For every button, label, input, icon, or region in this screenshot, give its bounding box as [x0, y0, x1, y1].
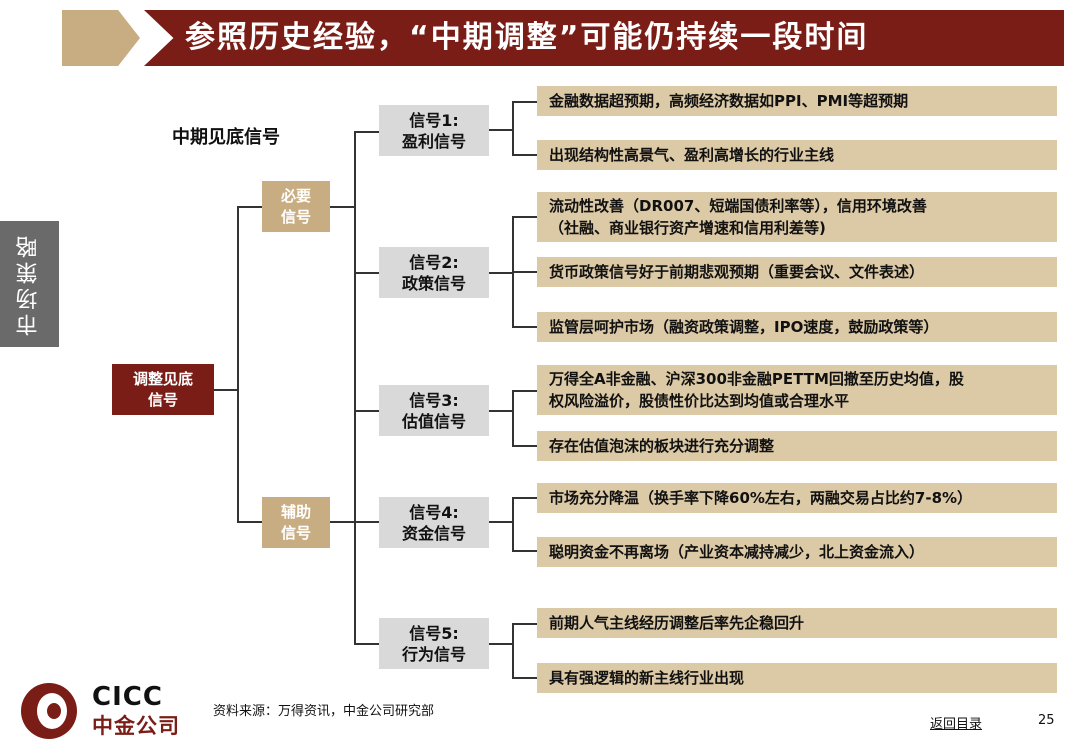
connector: [512, 550, 537, 552]
logo-chinese: 中金公司: [92, 714, 180, 738]
connector: [512, 623, 537, 625]
connector: [354, 272, 379, 274]
signal-profit: 信号1: 盈利信号: [379, 105, 489, 156]
connector: [512, 326, 537, 328]
connector: [489, 521, 513, 523]
leaf-text: 市场充分降温（换手率下降60%左右，两融交易占比约7-8%）: [549, 489, 973, 507]
leaf-text: （社融、商业银行资产增速和信用利差等): [549, 219, 826, 237]
leaf-item: 流动性改善（DR007、短端国债利率等），信用环境改善 （社融、商业银行资产增速…: [537, 192, 1057, 242]
connector: [354, 410, 379, 412]
signal-label-line1: 信号4:: [409, 502, 459, 522]
category-auxiliary: 辅助 信号: [262, 497, 330, 548]
leaf-item: 市场充分降温（换手率下降60%左右，两融交易占比约7-8%）: [537, 483, 1057, 513]
leaf-text: 万得全A非金融、沪深300非金融PETTM回撤至历史均值，股: [549, 370, 964, 388]
leaf-item: 具有强逻辑的新主线行业出现: [537, 663, 1057, 693]
connector: [330, 206, 355, 208]
connector: [489, 410, 513, 412]
leaf-text: 存在估值泡沫的板块进行充分调整: [549, 437, 775, 455]
leaf-text: 出现结构性高景气、盈利高增长的行业主线: [549, 146, 835, 164]
category-label-line2: 信号: [280, 523, 311, 542]
signal-valuation: 信号3: 估值信号: [379, 385, 489, 436]
signal-behavior: 信号5: 行为信号: [379, 618, 489, 669]
connector: [330, 521, 355, 523]
side-tab[interactable]: [0, 221, 59, 347]
connector: [489, 643, 513, 645]
connector: [489, 129, 513, 131]
leaf-text: 权风险溢价，股债性价比达到均值或合理水平: [549, 392, 850, 410]
logo-notch: [47, 703, 61, 719]
diagram-heading: 中期见底信号: [172, 127, 280, 148]
leaf-text: 流动性改善（DR007、短端国债利率等），信用环境改善: [549, 197, 927, 215]
leaf-item: 聪明资金不再离场（产业资本减持减少，北上资金流入）: [537, 537, 1057, 567]
root-node: 调整见底 信号: [112, 364, 214, 415]
side-tab-label: 市场策略: [16, 232, 42, 336]
signal-label-line1: 信号2:: [409, 252, 459, 272]
signal-policy: 信号2: 政策信号: [379, 247, 489, 298]
signal-label-line2: 盈利信号: [401, 131, 466, 151]
signal-label-line2: 资金信号: [401, 523, 466, 543]
connector: [354, 521, 379, 523]
logo-english: CICC: [92, 682, 163, 712]
connector: [354, 643, 379, 645]
leaf-item: 监管层呵护市场（融资政策调整，IPO速度，鼓励政策等）: [537, 312, 1057, 342]
connector: [512, 154, 537, 156]
leaf-text: 聪明资金不再离场（产业资本减持减少，北上资金流入）: [549, 543, 925, 561]
signal-label-line1: 信号3:: [409, 390, 459, 410]
signal-label-line1: 信号1:: [409, 110, 459, 130]
connector: [512, 101, 514, 156]
leaf-text: 金融数据超预期，高频经济数据如PPI、PMI等超预期: [549, 92, 909, 110]
title-banner: [144, 10, 1064, 66]
leaf-text: 前期人气主线经历调整后率先企稳回升: [549, 614, 805, 632]
category-required: 必要 信号: [262, 181, 330, 232]
connector: [512, 390, 537, 392]
root-node-line1: 调整见底: [132, 369, 193, 388]
connector: [354, 131, 379, 133]
signal-label-line2: 估值信号: [401, 411, 466, 431]
leaf-item: 货币政策信号好于前期悲观预期（重要会议、文件表述）: [537, 257, 1057, 287]
connector: [214, 389, 238, 391]
connector: [354, 131, 356, 644]
connector: [512, 677, 537, 679]
signal-label-line2: 政策信号: [401, 273, 466, 293]
category-label-line1: 辅助: [280, 502, 311, 521]
connector: [237, 521, 262, 523]
leaf-item: 金融数据超预期，高频经济数据如PPI、PMI等超预期: [537, 86, 1057, 116]
back-to-contents-link[interactable]: 返回目录: [930, 717, 983, 732]
leaf-text: 具有强逻辑的新主线行业出现: [549, 669, 745, 687]
connector: [512, 497, 537, 499]
connector: [512, 390, 514, 447]
connector: [237, 206, 262, 208]
signal-label-line1: 信号5:: [409, 623, 459, 643]
leaf-item: 出现结构性高景气、盈利高增长的行业主线: [537, 140, 1057, 170]
connector: [512, 101, 537, 103]
connector: [489, 272, 513, 274]
connector: [512, 216, 537, 218]
connector: [512, 623, 514, 679]
category-label-line2: 信号: [280, 207, 311, 226]
signal-funds: 信号4: 资金信号: [379, 497, 489, 548]
connector: [512, 497, 514, 552]
page-number: 25: [1038, 713, 1055, 728]
leaf-item: 存在估值泡沫的板块进行充分调整: [537, 431, 1057, 461]
connector: [512, 445, 537, 447]
source-note: 资料来源：万得资讯，中金公司研究部: [213, 704, 435, 719]
connector: [237, 206, 239, 522]
signal-label-line2: 行为信号: [401, 644, 466, 664]
leaf-text: 货币政策信号好于前期悲观预期（重要会议、文件表述）: [549, 263, 925, 281]
title-chevron: [62, 10, 140, 66]
category-label-line1: 必要: [280, 186, 311, 205]
leaf-item: 前期人气主线经历调整后率先企稳回升: [537, 608, 1057, 638]
leaf-item: 万得全A非金融、沪深300非金融PETTM回撤至历史均值，股 权风险溢价，股债性…: [537, 365, 1057, 415]
leaf-text: 监管层呵护市场（融资政策调整，IPO速度，鼓励政策等）: [549, 318, 939, 336]
root-node-line2: 信号: [147, 390, 178, 409]
page-title: 参照历史经验，“中期调整”可能仍持续一段时间: [185, 20, 869, 55]
connector: [512, 271, 537, 273]
